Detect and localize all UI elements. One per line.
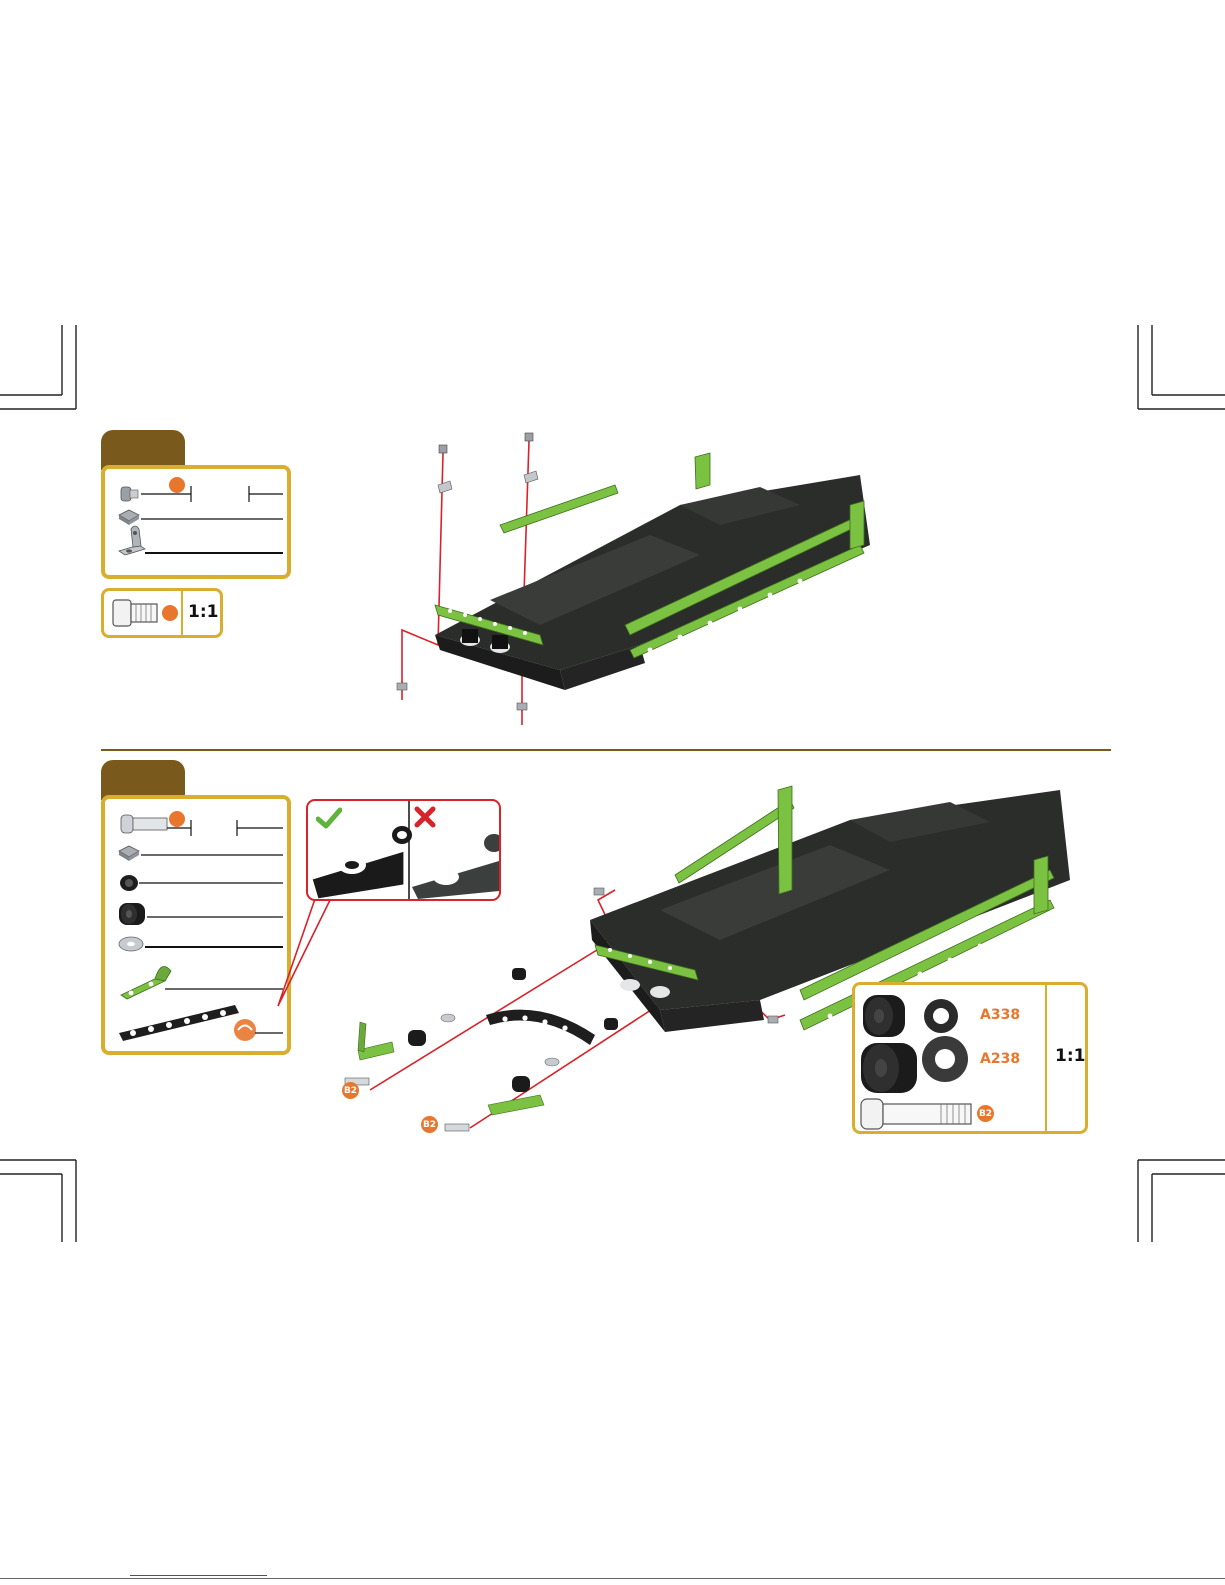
nut-part — [594, 888, 604, 895]
crop-mark-top-left — [0, 325, 80, 410]
screw-tag-b2: B2 — [421, 1116, 438, 1133]
step-1-parts-box — [101, 465, 291, 579]
small-washer-scale-icon — [924, 999, 958, 1033]
shoulder-screw-scale-icon — [861, 1099, 971, 1129]
assembly-guide-lines — [402, 441, 529, 725]
shoulder-screw-icon — [121, 815, 167, 833]
nut-icon — [119, 846, 139, 861]
section-divider — [101, 749, 1111, 751]
quantity-dot — [169, 477, 185, 493]
step-2-scale-box: A338 A238 B2 1:1 — [852, 982, 1088, 1134]
screw-tag-b2: B2 — [342, 1082, 359, 1099]
step-2-parts-list — [105, 799, 287, 1051]
crop-mark-top-right — [1135, 325, 1225, 410]
small-spacer-icon — [120, 875, 138, 891]
large-spacer-part — [408, 1030, 426, 1046]
crop-mark-bottom-left — [0, 1157, 80, 1242]
large-spacer-part — [512, 1076, 530, 1092]
small-spacer-scale-icon — [863, 995, 905, 1037]
part-code-a238: A238 — [980, 1051, 1020, 1067]
shoulder-screw-part — [445, 1124, 469, 1131]
spacer-part — [512, 968, 526, 980]
screw-tag-b2: B2 — [977, 1105, 994, 1122]
quantity-dot — [169, 811, 185, 827]
link-underline — [130, 1575, 267, 1576]
scale-ratio-label: 1:1 — [1055, 1046, 1085, 1066]
angle-bracket-icon — [119, 526, 145, 555]
part-code-a338: A338 — [980, 1007, 1020, 1023]
nut-icon — [119, 510, 139, 525]
crop-mark-bottom-right — [1135, 1157, 1225, 1242]
spacer-part — [604, 1018, 618, 1030]
washer-part — [545, 1058, 559, 1066]
page-bottom-rule — [0, 1578, 1225, 1579]
bend-indicator-icon — [234, 1019, 256, 1041]
step-2-parts-box — [101, 795, 291, 1055]
large-washer-scale-icon — [922, 1036, 968, 1082]
curved-black-strip — [486, 1010, 595, 1045]
green-bracket-icon — [121, 967, 171, 1000]
screw-icon — [121, 487, 138, 501]
large-spacer-icon — [119, 903, 145, 925]
large-spacer-scale-icon — [861, 1043, 917, 1093]
screw-scale-icon — [104, 591, 184, 635]
step-1-exploded-assembly — [380, 425, 900, 735]
chassis-body — [435, 475, 870, 690]
nut-part — [768, 1016, 778, 1023]
black-strip-icon — [119, 1005, 239, 1041]
step-2-tab — [101, 760, 185, 800]
step-1-scale-box: 1:1 — [101, 588, 223, 638]
washer-part — [441, 1014, 455, 1022]
scale-ratio-label: 1:1 — [188, 602, 218, 622]
step-1-tab — [101, 430, 185, 470]
washer-icon — [119, 937, 143, 951]
step-1-parts-list — [105, 469, 287, 575]
